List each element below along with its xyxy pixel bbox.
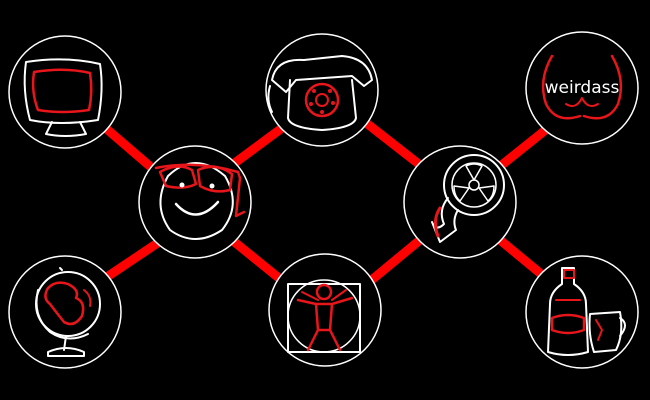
- weirdass-label: weirdass: [545, 78, 620, 98]
- globe-icon: [35, 267, 101, 357]
- node-bottles[interactable]: [525, 255, 639, 369]
- connector-smiley-phone: [227, 123, 287, 170]
- film-reel-icon: [431, 154, 505, 243]
- node-film[interactable]: [403, 145, 517, 259]
- node-phone[interactable]: [265, 33, 379, 147]
- connector-smiley-vitruvian: [227, 235, 290, 288]
- node-tv[interactable]: [8, 35, 122, 149]
- node-globe[interactable]: [8, 255, 122, 369]
- connector-phone-film: [360, 117, 425, 170]
- bottles-icon: [547, 267, 626, 356]
- connector-film-weirdass: [493, 123, 553, 173]
- node-weirdass[interactable]: weirdass: [525, 31, 639, 145]
- weirdass-logo-icon: [541, 54, 623, 120]
- connector-vitruvian-film: [363, 235, 425, 288]
- rotary-phone-icon: [267, 55, 373, 131]
- smiley-with-glasses-icon: [154, 162, 246, 240]
- node-vitruvian[interactable]: [268, 253, 382, 367]
- television-icon: [23, 58, 103, 137]
- node-smiley[interactable]: [138, 145, 252, 259]
- vitruvian-man-icon: [287, 279, 361, 353]
